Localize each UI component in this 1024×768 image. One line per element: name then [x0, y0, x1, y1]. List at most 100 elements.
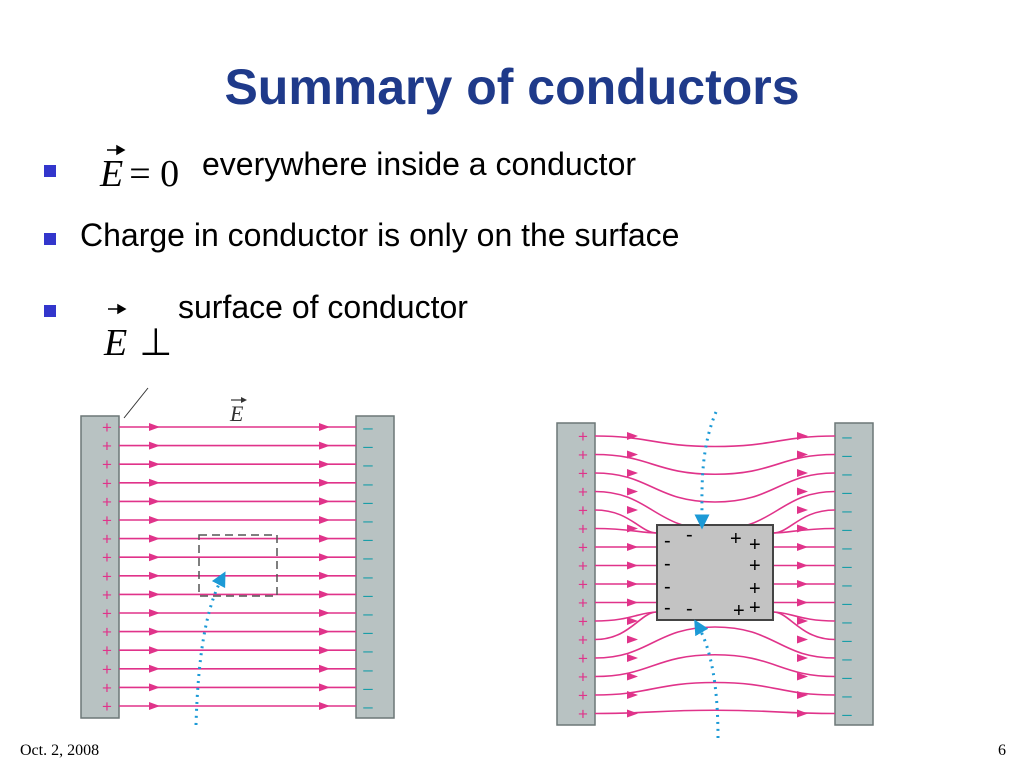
field-arrowhead [797, 432, 808, 440]
field-arrowhead [627, 561, 638, 570]
plus-charge: + [578, 594, 588, 613]
uniform-field-lines [119, 423, 356, 710]
plus-charge: + [578, 538, 588, 557]
field-arrowhead [797, 524, 808, 533]
plus-charge: + [578, 686, 588, 705]
field-arrowhead [319, 441, 330, 450]
plus-charge: + [102, 548, 112, 567]
field-arrowhead [797, 561, 808, 570]
field-arrowhead [319, 702, 330, 710]
plus-charge: + [578, 446, 588, 465]
field-arrowhead [319, 683, 330, 692]
field-arrowhead [627, 506, 638, 514]
field-arrowhead [319, 478, 330, 487]
minus-charge: – [842, 538, 852, 557]
plus-charge: + [102, 678, 112, 697]
minus-charge: – [363, 585, 373, 604]
field-arrowhead [797, 598, 808, 607]
field-arrowhead [627, 524, 638, 533]
plus-charge: + [102, 660, 112, 679]
field-line [594, 435, 836, 448]
minus-charge: – [842, 501, 852, 520]
field-arrowhead [149, 702, 160, 710]
right-plate-negative-2 [834, 422, 874, 726]
field-arrowhead [319, 627, 330, 636]
field-arrowhead [627, 450, 638, 459]
field-arrowhead [797, 487, 808, 496]
right-plate-negative [355, 415, 395, 719]
vector-e-symbol-2: E [104, 322, 128, 364]
plus-charge: + [102, 455, 112, 474]
positive-charges-left-plate-2: ++++++++++++++++ [578, 427, 588, 724]
field-arrowhead [149, 497, 160, 506]
field-arrowhead [319, 516, 330, 524]
field-arrowhead [797, 635, 808, 644]
field-arrowhead [627, 654, 638, 662]
dotted-pointer-arrow [194, 571, 226, 726]
minus-charge: – [363, 567, 373, 586]
plus-charge: + [102, 585, 112, 604]
minus-charge: – [363, 511, 373, 530]
plus-charge: + [102, 567, 112, 586]
minus-charge: – [363, 548, 373, 567]
field-arrowhead [149, 571, 160, 580]
field-arrowhead [797, 672, 808, 681]
field-line [594, 472, 836, 503]
field-arrowhead [627, 469, 638, 477]
field-label-arrowhead [241, 397, 247, 403]
induced-plus: + [730, 528, 742, 550]
minus-charge: – [842, 612, 852, 631]
perp-symbol: ⊥ [139, 322, 173, 364]
field-arrowhead [797, 469, 808, 477]
field-arrowhead [319, 460, 330, 469]
field-arrowhead [627, 635, 638, 644]
minus-charge: – [363, 530, 373, 549]
field-arrowhead [319, 609, 330, 617]
bullet-marker-1 [44, 165, 56, 177]
field-arrowhead [319, 571, 330, 580]
dotted-pointer-arrow-bottom [694, 619, 720, 739]
field-arrowhead [627, 709, 638, 718]
right-figure: ++++++++++++++++ –––––––––––––––– - - - … [556, 411, 874, 739]
plus-charge: + [578, 705, 588, 724]
field-arrowhead [319, 534, 330, 543]
induced-minus: - [686, 598, 693, 620]
minus-charge: – [842, 557, 852, 576]
plus-charge: + [102, 623, 112, 642]
field-arrowhead [797, 450, 808, 459]
bullet-text-2: Charge in conductor is only on the surfa… [80, 217, 680, 253]
bullet-text-3: surface of conductor [178, 289, 468, 325]
field-arrowhead [627, 691, 638, 699]
field-arrowhead [797, 709, 808, 718]
minus-charge: – [842, 464, 852, 483]
left-plate-positive [80, 415, 120, 719]
induced-plus: + [749, 578, 761, 600]
bullet-marker-2 [44, 233, 56, 245]
field-line [594, 681, 836, 696]
minus-charge: – [363, 678, 373, 697]
minus-charge: – [363, 604, 373, 623]
field-arrowhead [627, 672, 638, 681]
field-arrowhead [797, 691, 808, 699]
field-line [594, 653, 836, 678]
field-arrowhead [319, 646, 330, 655]
induced-minus: - [664, 530, 671, 552]
field-arrowhead [797, 580, 808, 588]
field-arrowhead [149, 646, 160, 655]
minus-charge: – [842, 668, 852, 687]
field-arrowhead [797, 543, 808, 551]
field-arrowhead [797, 654, 808, 662]
field-arrowhead [149, 553, 160, 562]
induced-minus: - [664, 597, 671, 619]
minus-charge: – [363, 418, 373, 437]
field-arrowhead [149, 441, 160, 450]
field-arrowhead [149, 627, 160, 636]
field-arrowhead [149, 664, 160, 673]
plus-charge: + [102, 437, 112, 456]
field-arrowhead [319, 423, 330, 431]
minus-charge: – [363, 474, 373, 493]
math-e-equals-zero: E= 0 [100, 152, 179, 196]
left-figure: ++++++++++++++++ –––––––––––––––– E [80, 387, 395, 726]
plus-charge: + [578, 649, 588, 668]
